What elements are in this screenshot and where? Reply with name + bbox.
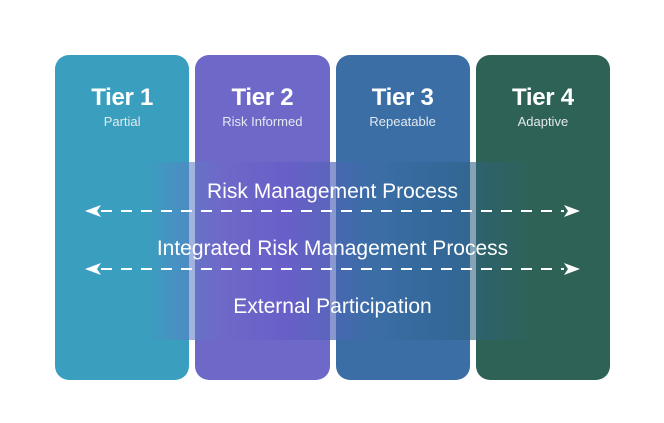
tier-4-subtitle: Adaptive: [517, 114, 569, 130]
tier-column-4[interactable]: Tier 4 Adaptive: [475, 55, 610, 380]
tier-column-3[interactable]: Tier 3 Repeatable: [335, 55, 470, 380]
tier-column-2[interactable]: Tier 2 Risk Informed: [195, 55, 330, 380]
tier-columns: Tier 1 Partial Tier 2 Risk Informed Tier…: [55, 55, 610, 380]
tier-2-title: Tier 2: [231, 84, 294, 111]
tier-3-subtitle: Repeatable: [369, 114, 436, 130]
tier-1-title: Tier 1: [91, 84, 154, 111]
tiers-diagram: Tier 1 Partial Tier 2 Risk Informed Tier…: [55, 55, 610, 380]
tier-3-title: Tier 3: [371, 84, 434, 111]
tier-column-1[interactable]: Tier 1 Partial: [55, 55, 190, 380]
tier-4-title: Tier 4: [511, 84, 574, 111]
tier-1-subtitle: Partial: [103, 114, 141, 130]
tier-2-subtitle: Risk Informed: [222, 114, 303, 130]
